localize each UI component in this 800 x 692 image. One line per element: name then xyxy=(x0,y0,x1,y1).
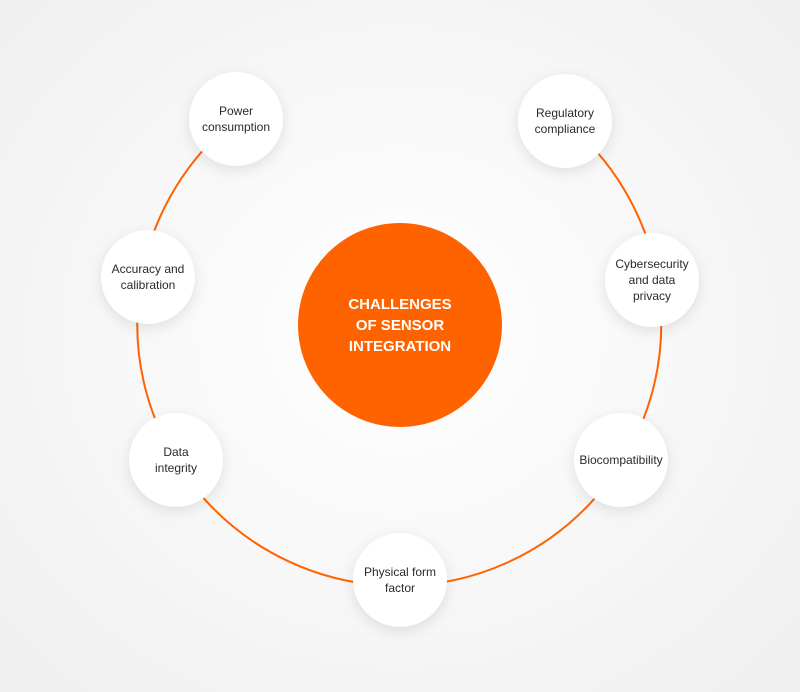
node-physical-form-factor: Physical form factor xyxy=(353,533,447,627)
node-cybersecurity: Cybersecurity and data privacy xyxy=(605,233,699,327)
node-label: Data integrity xyxy=(154,445,198,475)
node-data-integrity: Data integrity xyxy=(129,413,223,507)
node-label: Power consumption xyxy=(201,104,271,134)
node-label: Physical form factor xyxy=(363,565,437,595)
node-biocompatibility: Biocompatibility xyxy=(574,413,668,507)
node-label: Biocompatibility xyxy=(579,453,663,467)
node-accuracy-calibration: Accuracy and calibration xyxy=(101,230,195,324)
node-label: Regulatory compliance xyxy=(534,106,596,136)
node-regulatory-compliance: Regulatory compliance xyxy=(518,74,612,168)
node-power-consumption: Power consumption xyxy=(189,72,283,166)
center-circle: CHALLENGES OF SENSOR INTEGRATION xyxy=(298,223,502,427)
node-label: Accuracy and calibration xyxy=(111,262,185,292)
node-label: Cybersecurity and data privacy xyxy=(615,257,689,303)
center-title: CHALLENGES OF SENSOR INTEGRATION xyxy=(348,295,452,355)
